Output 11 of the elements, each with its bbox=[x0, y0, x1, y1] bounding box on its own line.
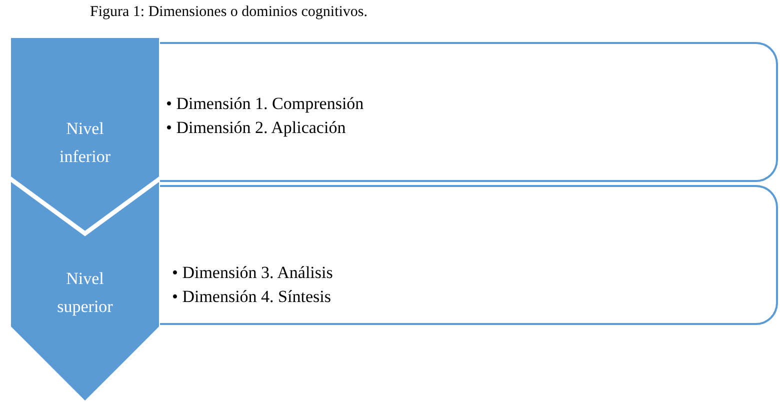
bullet-item: • Dimensión 2. Aplicación bbox=[166, 117, 346, 139]
bullet-item: • Dimensión 3. Análisis bbox=[172, 262, 333, 284]
bullet-item: • Dimensión 4. Síntesis bbox=[172, 286, 331, 308]
level-label: Nivel superior bbox=[56, 268, 114, 318]
chevron-shape bbox=[10, 37, 160, 232]
chevron-shape bbox=[10, 180, 160, 402]
figure-title: Figura 1: Dimensiones o dominios cognitivos. bbox=[90, 4, 368, 21]
level-label: Nivel inferior bbox=[58, 118, 112, 168]
bullet-item: • Dimensión 1. Comprensión bbox=[166, 93, 364, 115]
content-box bbox=[160, 185, 778, 325]
content-box bbox=[160, 42, 778, 182]
